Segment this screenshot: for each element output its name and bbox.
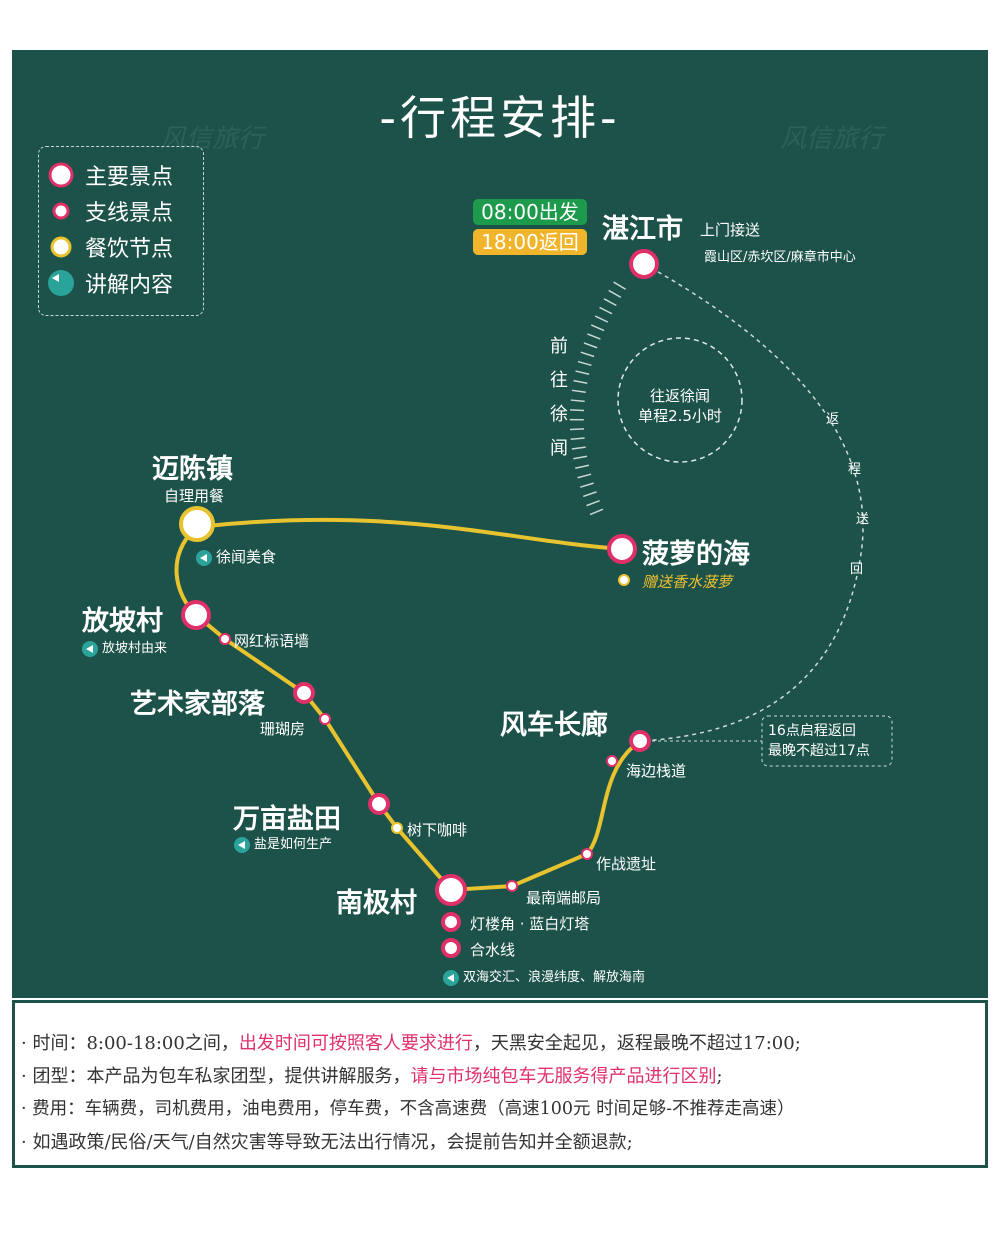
stop-boluo-gift: 赠送香水菠萝 bbox=[642, 573, 733, 591]
stop-zhanjiang-marker bbox=[629, 249, 659, 279]
stop-boluo-marker bbox=[607, 534, 637, 564]
legend-item-branch: 支线景点 bbox=[47, 195, 173, 227]
stop-yantian-marker bbox=[368, 793, 390, 815]
stop-fangpo-wall: 网红标语墙 bbox=[234, 632, 310, 650]
stop-nanji-audio: 双海交汇、浪漫纬度、解放海南 bbox=[443, 966, 645, 986]
main-stop-markers bbox=[179, 249, 659, 958]
depart-badge: 08:00出发 bbox=[473, 199, 587, 225]
going-label: 前往徐闻 bbox=[550, 336, 568, 459]
return-label: 回 bbox=[850, 562, 864, 577]
return-badge: 18:00返回 bbox=[473, 229, 587, 255]
stop-zhanjiang-areas: 霞山区/赤坎区/麻章市中心 bbox=[704, 250, 856, 265]
return-label: 返 bbox=[826, 412, 840, 427]
speaker-icon bbox=[196, 549, 212, 566]
legend-item-main: 主要景点 bbox=[47, 159, 173, 191]
stop-fengche-name: 风车长廊 bbox=[500, 710, 608, 741]
stop-ruins: 作战遗址 bbox=[596, 855, 657, 873]
watermark: 风信旅行 bbox=[160, 124, 265, 154]
stop-zhanjiang-name: 湛江市 bbox=[602, 214, 683, 245]
note-type: · 团型：本产品为包车私家团型，提供讲解服务，请与市场纯包车无服务得产品进行区别… bbox=[21, 1066, 723, 1087]
stop-heshui: 合水线 bbox=[470, 941, 516, 959]
stop-artist-sub: 珊瑚房 bbox=[260, 720, 306, 738]
stop-heshui-marker bbox=[441, 938, 461, 958]
notes-box: · 时间：8:00-18:00之间，出发时间可按照客人要求进行，天黑安全起见，返… bbox=[12, 1000, 988, 1168]
legend-item-food: 餐饮节点 bbox=[47, 231, 173, 263]
return-label: 程 bbox=[848, 462, 862, 477]
stop-yantian-cafe: 树下咖啡 bbox=[407, 821, 468, 839]
stop-artist-name: 艺术家部落 bbox=[130, 689, 265, 720]
note-fees: · 费用：车辆费，司机费用，油电费用，停车费，不含高速费（高速100元 时间足够… bbox=[21, 1099, 795, 1119]
stop-boluo-name: 菠萝的海 bbox=[642, 539, 750, 570]
legend-item-audio: 讲解内容 bbox=[47, 267, 173, 299]
stop-fangpo-marker bbox=[181, 600, 211, 630]
stop-fengche-marker bbox=[629, 730, 651, 752]
return-dashed-route bbox=[639, 263, 864, 742]
speaker-icon bbox=[234, 836, 250, 853]
stop-nanji-name: 南极村 bbox=[336, 888, 417, 919]
going-ticks bbox=[569, 281, 627, 523]
stop-zhanjiang-sub: 上门接送 bbox=[700, 221, 761, 239]
food-markers bbox=[391, 574, 630, 834]
fengche-note-box bbox=[761, 715, 893, 767]
return-label: 送 bbox=[856, 512, 870, 527]
page-title: -行程安排- bbox=[379, 91, 621, 145]
stop-post-office: 最南端邮局 bbox=[526, 889, 602, 907]
speaker-icon bbox=[48, 270, 74, 296]
stop-maichen-sub: 自理用餐 bbox=[164, 487, 225, 505]
stop-yantian-audio: 盐是如何生产 bbox=[234, 833, 332, 853]
stop-denglou: 灯楼角 · 蓝白灯塔 bbox=[470, 915, 590, 933]
speaker-icon bbox=[443, 969, 459, 986]
stop-yantian-name: 万亩盐田 bbox=[233, 804, 341, 835]
stop-denglou-marker bbox=[441, 912, 461, 932]
stop-fangpo-audio: 放坡村由来 bbox=[82, 637, 167, 657]
stop-boardwalk: 海边栈道 bbox=[626, 762, 687, 780]
fengche-note: 16点启程返回最晚不超过17点 bbox=[768, 723, 870, 759]
stop-maichen-marker bbox=[179, 506, 215, 542]
stop-fangpo-name: 放坡村 bbox=[82, 606, 163, 637]
duration-text: 往返徐闻单程2.5小时 bbox=[638, 387, 722, 425]
note-time: · 时间：8:00-18:00之间，出发时间可按照客人要求进行，天黑安全起见，返… bbox=[21, 1033, 801, 1054]
branch-markers bbox=[219, 633, 618, 892]
duration-circle bbox=[617, 337, 743, 463]
stop-maichen-food: 徐闻美食 bbox=[196, 546, 276, 567]
main-route bbox=[174, 517, 642, 893]
stop-artist-marker bbox=[293, 682, 315, 704]
watermark: 风信旅行 bbox=[780, 124, 885, 154]
speaker-icon bbox=[82, 640, 98, 657]
route-map bbox=[174, 249, 893, 958]
note-refund: · 如遇政策/民俗/天气/自然灾害等导致无法出行情况，会提前告知并全额退款; bbox=[21, 1132, 633, 1153]
stop-maichen-name: 迈陈镇 bbox=[152, 454, 233, 485]
stop-nanji-marker bbox=[435, 874, 467, 906]
legend: 主要景点 支线景点 餐饮节点 讲解内容 bbox=[38, 146, 204, 316]
